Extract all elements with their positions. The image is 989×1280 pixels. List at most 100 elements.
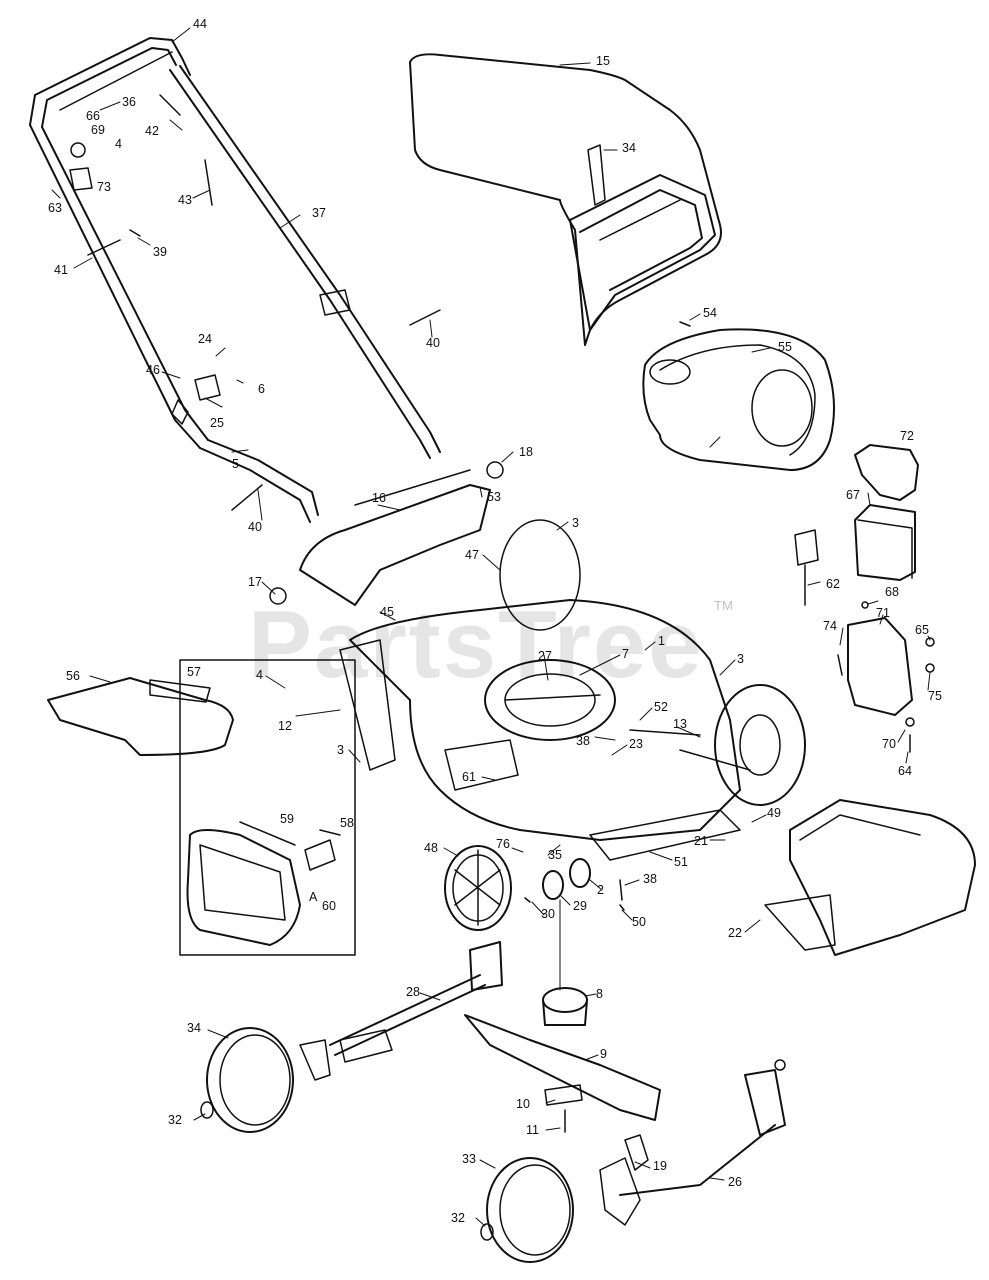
inset-box [179,659,356,956]
part-label: 6 [258,382,265,396]
part-label: 3 [337,743,344,757]
part-label: 7 [622,647,629,661]
leader-lines [51,27,931,1227]
part-label: 3 [572,516,579,530]
part-label: 2 [597,883,604,897]
part-label: 9 [600,1047,607,1061]
wheel-cover-48 [444,845,512,931]
part-label: 3 [737,652,744,666]
part-label: 13 [673,717,687,731]
part-label: 46 [146,363,160,377]
part-label: 32 [168,1113,182,1127]
part-label: 39 [153,245,167,259]
rear-axle-assembly [200,941,503,1133]
part-label: 30 [541,907,555,921]
part-label: 66 [86,109,100,123]
part-label: 34 [622,141,636,155]
part-label: 55 [778,340,792,354]
part-label: 18 [519,445,533,459]
grass-bag [409,53,722,346]
rear-flap [269,461,504,606]
inset-label: 60 [322,899,336,913]
part-label: 36 [122,95,136,109]
inset-label: 59 [280,812,294,826]
part-label: 73 [97,180,111,194]
part-label: 68 [885,585,899,599]
watermark: PartsTree [248,591,704,698]
part-label: 76 [496,837,510,851]
part-label: 34 [187,1021,201,1035]
part-label: 51 [674,855,688,869]
part-label: 63 [48,201,62,215]
part-label: 4 [115,137,122,151]
part-label: 56 [66,669,80,683]
battery-group [794,444,935,753]
trademark-mark: TM [714,598,733,613]
part-label: 35 [548,848,562,862]
part-label: 38 [643,872,657,886]
part-label: 24 [198,332,212,346]
part-label: 23 [629,737,643,751]
part-label: 49 [767,806,781,820]
part-label: 40 [426,336,440,350]
part-label: 41 [54,263,68,277]
inset-label: 58 [340,816,354,830]
part-label: 47 [465,548,479,562]
part-label: 5 [232,457,239,471]
part-label: 21 [694,834,708,848]
front-axle-assembly [480,1059,786,1263]
part-label: 64 [898,764,912,778]
part-label: 10 [516,1097,530,1111]
inset-ref-letter: A [309,890,318,904]
part-label: 4 [256,668,263,682]
part-label: 72 [900,429,914,443]
part-label: 62 [826,577,840,591]
part-label: 28 [406,985,420,999]
part-label: 15 [596,54,610,68]
part-label: 27 [538,649,552,663]
part-label: 61 [462,770,476,784]
part-label: 53 [487,490,501,504]
side-deflector [47,677,234,756]
mower-deck [339,519,806,861]
part-label: 43 [178,193,192,207]
part-label: 45 [380,605,394,619]
part-label: 12 [278,719,292,733]
part-label: 8 [596,987,603,1001]
handle-assembly [29,37,441,523]
part-label: 70 [882,737,896,751]
part-label: 33 [462,1152,476,1166]
part-label: 38 [576,734,590,748]
part-label: 42 [145,124,159,138]
part-label: 17 [248,575,262,589]
part-label: 32 [451,1211,465,1225]
part-label: 50 [632,915,646,929]
part-label: 52 [654,700,668,714]
part-label: 74 [823,619,837,633]
part-label: 11 [526,1123,539,1137]
part-label: 44 [193,17,207,31]
part-label: 67 [846,488,860,502]
part-label: 48 [424,841,438,855]
part-label: 54 [703,306,717,320]
part-label: 25 [210,416,224,430]
part-label: 29 [573,899,587,913]
inset-title: 57 [187,665,201,679]
part-label: 37 [312,206,326,220]
part-label: 69 [91,123,105,137]
engine-cover [642,321,835,471]
part-label: 65 [915,623,929,637]
part-label: 1 [658,634,665,648]
mulch-plug [764,799,976,956]
part-label: 75 [928,689,942,703]
part-label: 22 [728,926,742,940]
drive-gears [524,858,625,911]
part-label: 71 [876,606,890,620]
part-label: 19 [653,1159,667,1173]
part-label: 16 [372,491,386,505]
part-label: 40 [248,520,262,534]
blade-assembly [464,899,661,1133]
part-label: 26 [728,1175,742,1189]
